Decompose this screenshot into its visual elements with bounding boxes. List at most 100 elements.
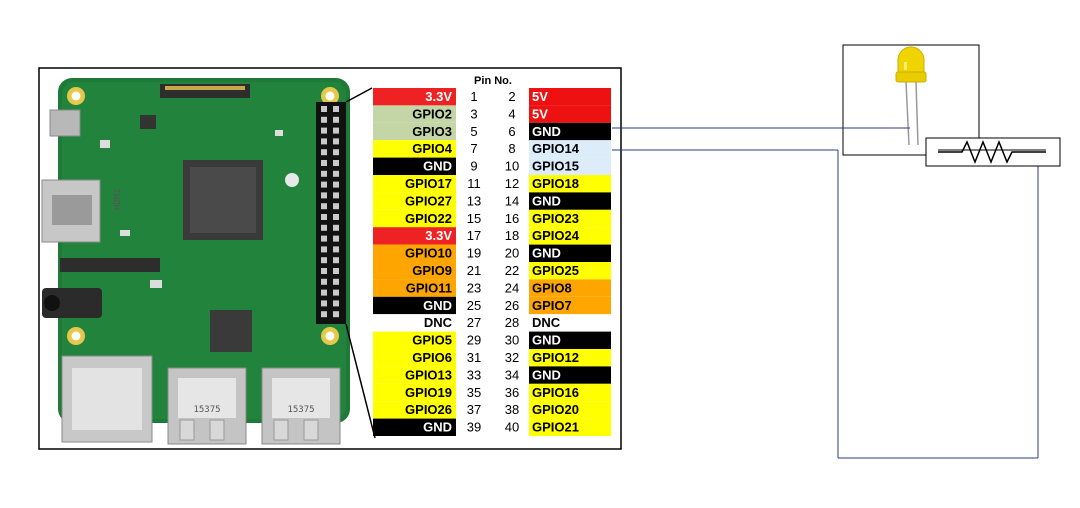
pin-cell-left: GPIO6	[373, 349, 456, 367]
header-pin	[333, 268, 339, 274]
header-pin	[333, 138, 339, 145]
micro-usb-port	[49, 109, 81, 137]
pin-number-right: 10	[505, 159, 519, 174]
header-pin	[333, 192, 339, 199]
pin-cell-bg	[373, 88, 456, 106]
pin-label-left: GPIO6	[412, 350, 452, 365]
usb-port-right: 15375	[261, 367, 341, 445]
pin-number-right: 30	[505, 333, 519, 348]
header-pin	[321, 289, 327, 296]
pin-cell-bg	[373, 366, 456, 384]
pin-cell-bg	[529, 244, 611, 262]
pin-label-left: GPIO3	[412, 124, 452, 139]
gpio-header-pins	[321, 106, 339, 318]
pin-cell-bg	[529, 401, 611, 419]
pin-cell-bg	[373, 262, 456, 280]
pin-cell-bg	[529, 262, 611, 280]
pin-cell-bg	[529, 227, 611, 245]
header-pin	[333, 300, 339, 307]
pin-cell-bg	[373, 296, 456, 315]
led-circuit	[612, 44, 1061, 459]
pin-label-right: DNC	[532, 315, 561, 330]
pin-cell-left: GPIO9	[373, 262, 456, 280]
pin-cell-left: GPIO26	[373, 401, 456, 419]
header-pin	[333, 257, 339, 264]
pin-cell-bg	[529, 366, 611, 384]
pin-number-left: 3	[470, 106, 477, 121]
pin-number-right: 4	[508, 106, 515, 121]
header-pin	[321, 138, 327, 145]
pin-cell-right: DNC	[529, 314, 611, 332]
header-pin	[333, 278, 339, 285]
header-pin	[321, 278, 327, 285]
pin-cell-bg	[529, 140, 611, 158]
pin-cell-bg	[529, 175, 611, 193]
header-pin	[321, 192, 327, 199]
header-pin	[321, 268, 327, 274]
header-pin	[321, 203, 327, 210]
pin-cell-bg	[373, 122, 456, 141]
pin-number-left: 35	[467, 385, 481, 400]
header-pin	[321, 170, 327, 177]
pin-cell-right: GPIO15	[529, 157, 611, 175]
pin-cell-bg	[373, 279, 456, 297]
pin-label-right: GPIO25	[532, 263, 579, 278]
pin-cell-bg	[529, 331, 611, 349]
pin-cell-left: GND	[373, 157, 456, 175]
pin-label-left: GPIO22	[405, 211, 452, 226]
pin-label-right: GND	[532, 193, 561, 208]
pin-label-right: GPIO21	[532, 420, 579, 435]
pin-number-left: 1	[470, 89, 477, 104]
pin-number-right: 6	[508, 124, 515, 139]
header-pin	[321, 181, 327, 188]
pin-number-left: 11	[467, 176, 481, 191]
header-pin	[321, 214, 327, 220]
pin-number-left: 19	[467, 246, 481, 261]
pin-cell-left: GPIO27	[373, 192, 456, 210]
pin-cell-bg	[373, 349, 456, 367]
header-pin	[333, 203, 339, 210]
pin-cell-left: GPIO19	[373, 383, 456, 402]
pin-number-right: 22	[505, 263, 519, 278]
pin-cell-right: GPIO21	[529, 418, 611, 436]
audio-jack	[42, 288, 102, 318]
header-pin	[321, 116, 327, 123]
pin-label-right: GPIO23	[532, 211, 579, 226]
lan-chip	[210, 310, 252, 352]
pin-cell-bg	[529, 418, 611, 436]
pin-cell-bg	[529, 192, 611, 210]
pin-cell-bg	[529, 314, 611, 332]
pin-cell-bg	[529, 88, 611, 106]
header-pin	[333, 311, 339, 318]
header-pin	[333, 127, 339, 134]
pin-label-left: GND	[423, 298, 452, 313]
header-pin	[321, 149, 327, 156]
pin-label-right: GND	[532, 333, 561, 348]
raspberry-logo-icon	[285, 173, 299, 187]
pin-number-left: 33	[467, 367, 481, 382]
pin-cell-left: GPIO10	[373, 244, 456, 262]
header-pin	[321, 246, 327, 253]
pin-cell-left: GND	[373, 296, 456, 315]
header-pin	[321, 311, 327, 318]
pin-cell-bg	[373, 227, 456, 245]
header-pin	[333, 224, 339, 231]
pin-cell-bg	[373, 157, 456, 175]
pin-cell-bg	[529, 122, 611, 141]
header-pin	[321, 300, 327, 307]
pin-number-left: 7	[470, 141, 477, 156]
pin-number-left: 21	[467, 263, 481, 278]
pin-label-right: GPIO18	[532, 176, 579, 191]
pin-cell-right: GPIO23	[529, 209, 611, 228]
pin-number-right: 18	[505, 228, 519, 243]
pin-label-right: GND	[532, 124, 561, 139]
pin-label-left: GPIO10	[405, 246, 452, 261]
pin-number-right: 32	[505, 350, 519, 365]
header-pin	[321, 235, 327, 242]
header-pin	[321, 257, 327, 264]
pin-cell-right: GPIO12	[529, 349, 611, 367]
pin-label-left: GPIO17	[405, 176, 452, 191]
pin-number-right: 12	[505, 176, 519, 191]
gpio-header	[316, 102, 346, 324]
